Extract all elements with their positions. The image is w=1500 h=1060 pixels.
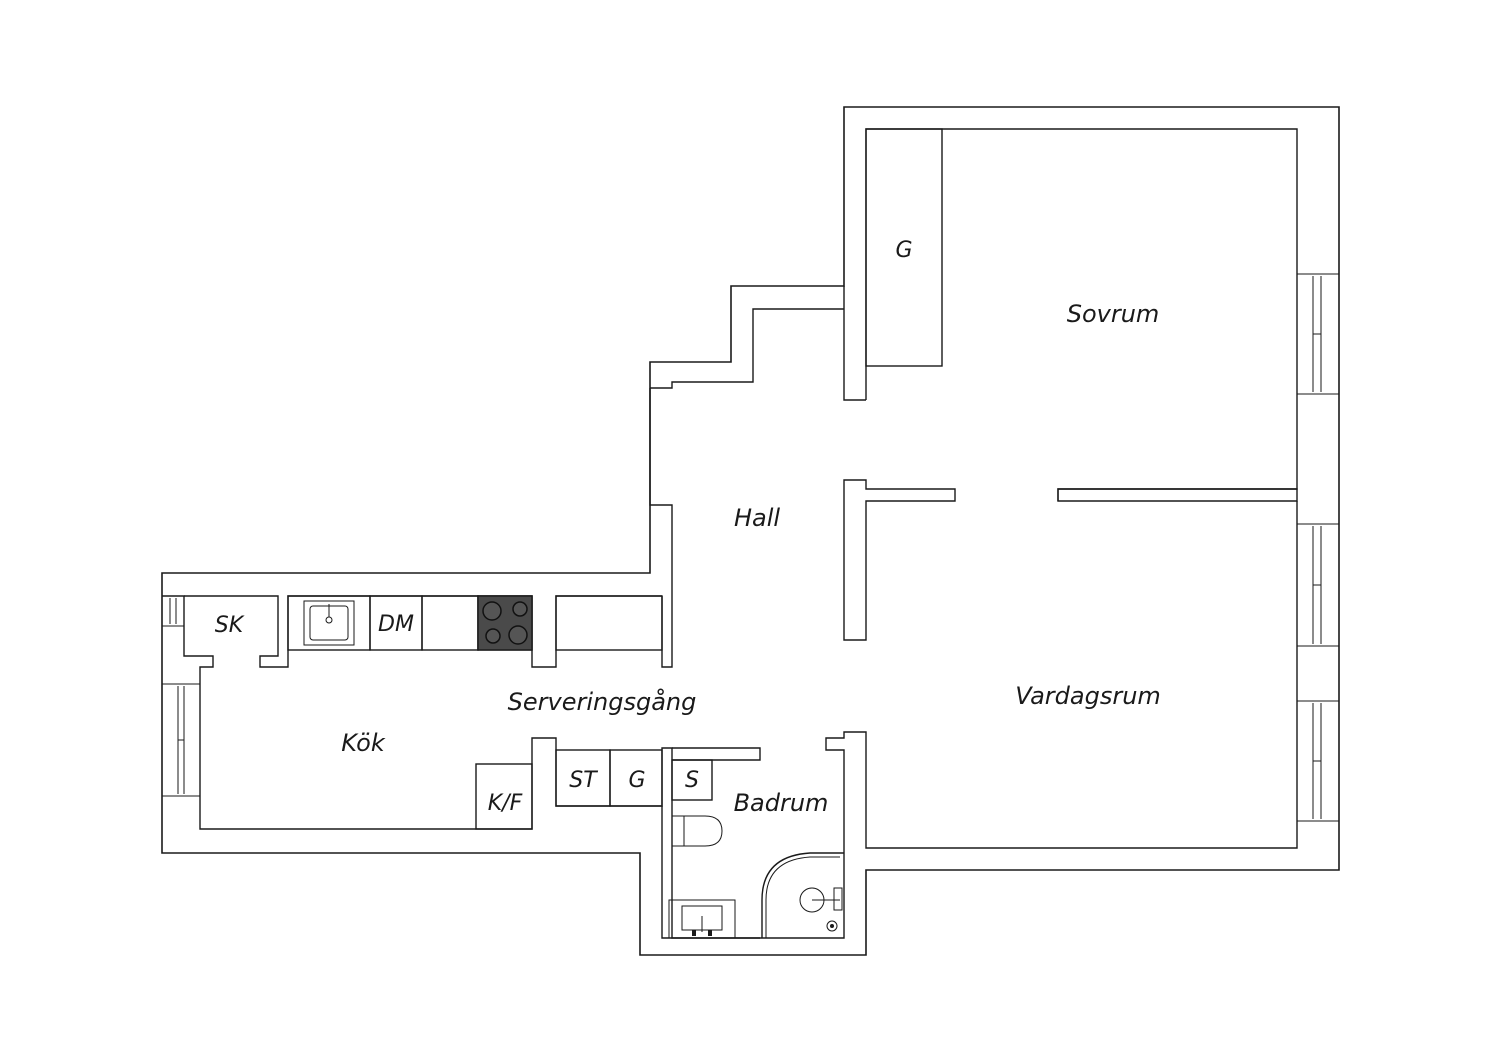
bath-sink-icon [668, 899, 736, 939]
toilet-icon [671, 815, 723, 847]
vardagsrum-wall [760, 501, 1298, 939]
fridge-freezer [475, 763, 533, 830]
central-partition [843, 479, 956, 641]
sink-icon [303, 600, 355, 646]
window-kok-lower [161, 683, 201, 797]
fixture-label-sk: SK [215, 613, 245, 638]
counter-mid [421, 595, 479, 651]
window-vardagsrum-lower [1296, 700, 1340, 822]
fixture-label-dm: DM [378, 612, 414, 637]
stove-icon [477, 595, 533, 651]
window-vardagsrum-upper [1296, 523, 1340, 647]
fixture-label-kf: K/F [488, 791, 523, 816]
fixture-label-s: S [685, 768, 699, 793]
room-label-vardagsrum: Vardagsrum [1015, 682, 1161, 710]
hall-left-wall [649, 388, 673, 668]
outer-wall [161, 106, 1340, 956]
central-partition-right [1057, 488, 1298, 502]
window-kok-upper [161, 595, 185, 627]
cabinet-g [609, 749, 663, 807]
hall-sovrum-wall-stub [843, 286, 866, 401]
fixture-label-g-gang: G [628, 768, 645, 793]
room-label-sovrum: Sovrum [1067, 300, 1160, 328]
bath-inner-wall [661, 806, 760, 939]
shower-icon [761, 852, 844, 938]
fixture-label-st: ST [569, 768, 598, 793]
fixture-label-g-sovrum: G [895, 238, 912, 263]
room-label-badrum: Badrum [734, 789, 829, 817]
wardrobe-sovrum [865, 128, 943, 367]
kitchen-top-wall [184, 595, 662, 668]
cabinet-s [671, 759, 713, 801]
bath-top-wall [672, 747, 761, 761]
kitchen-wall [162, 595, 760, 939]
window-sovrum [1296, 273, 1340, 395]
room-label-kok: Kök [341, 729, 386, 757]
counter-right [555, 595, 663, 651]
hall-upper-wall [650, 308, 844, 389]
room-label-hall: Hall [734, 504, 780, 532]
room-label-serveringsgang: Serveringsgång [508, 687, 697, 716]
